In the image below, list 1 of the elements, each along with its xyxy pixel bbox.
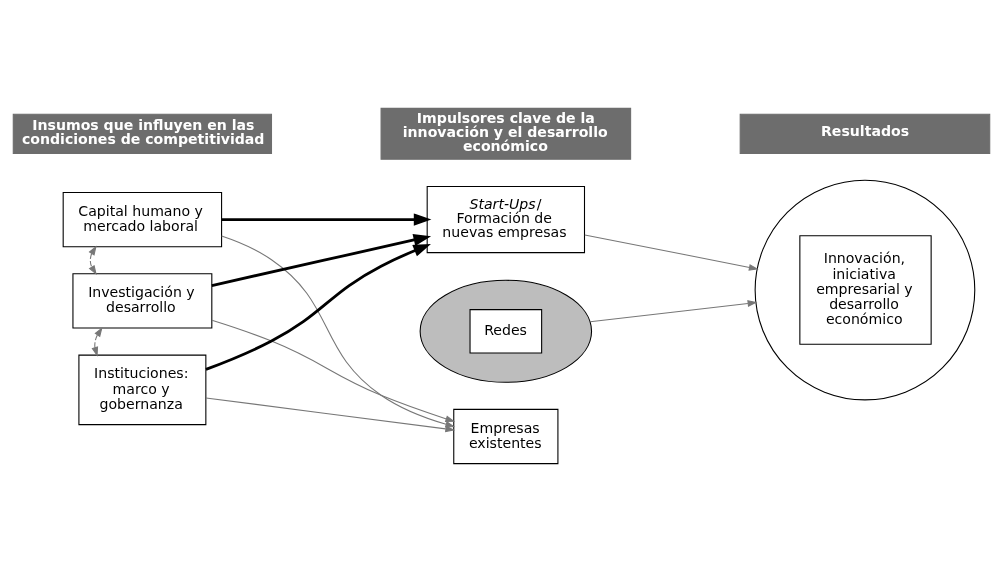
node-text: Innovación, iniciativa empresarial y desarrollo económico	[816, 250, 913, 328]
